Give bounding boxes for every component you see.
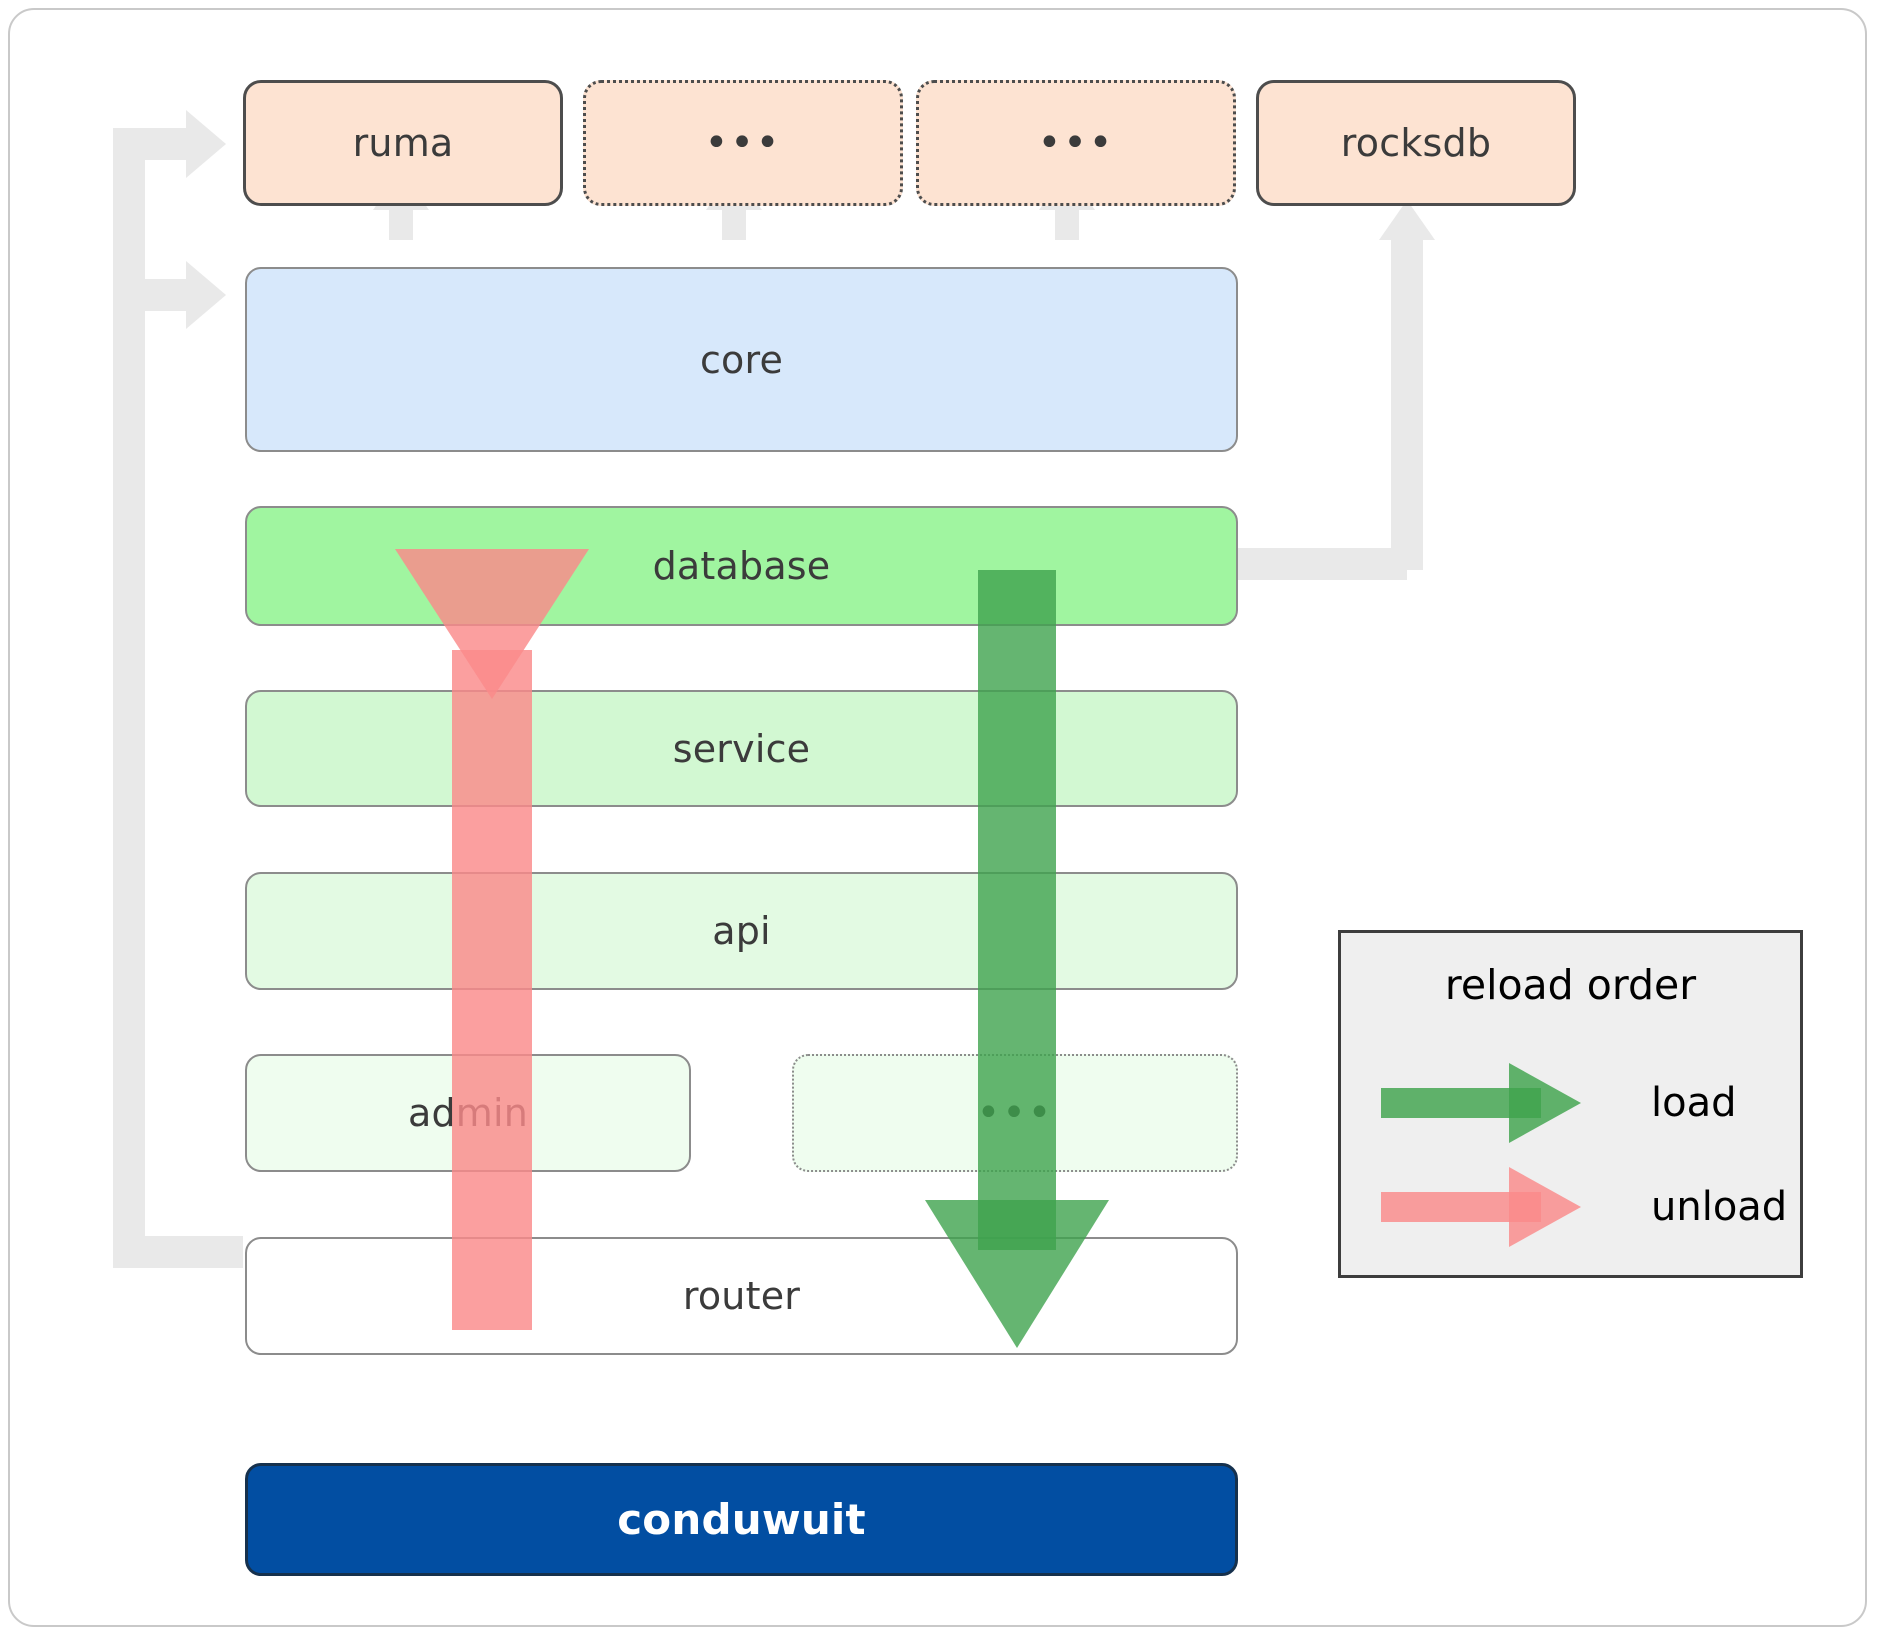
- connector-left-branch-ruma: [113, 128, 188, 160]
- dependency-label-more-2: •••: [1037, 120, 1115, 166]
- load-arrow-shaft: [978, 570, 1056, 1250]
- unload-arrow-head-icon: [395, 549, 589, 699]
- layer-label-database: database: [652, 544, 831, 588]
- dependency-box-more-2[interactable]: •••: [916, 80, 1236, 206]
- diagram-card: [8, 8, 1867, 1627]
- connector-arrow-ruma-icon: [186, 110, 226, 178]
- legend-row-load: load: [1381, 1063, 1737, 1143]
- connector-left-trunk: [113, 128, 145, 1268]
- layer-label-router: router: [682, 1274, 801, 1318]
- dependency-label-ruma: ruma: [352, 121, 454, 165]
- connector-right-vertical: [1391, 230, 1423, 570]
- dependency-label-rocksdb: rocksdb: [1340, 121, 1492, 165]
- dependency-box-rocksdb[interactable]: rocksdb: [1256, 80, 1576, 206]
- layer-label-core: core: [699, 337, 784, 382]
- legend-unload-arrow-icon: [1381, 1167, 1611, 1247]
- connector-arrow-core-icon: [186, 261, 226, 329]
- legend-label-load: load: [1651, 1080, 1737, 1126]
- layer-label-api: api: [712, 909, 771, 953]
- connector-arrow-rocksdb-icon: [1379, 200, 1435, 240]
- layer-box-database[interactable]: database: [245, 506, 1238, 626]
- layer-box-api[interactable]: api: [245, 872, 1238, 990]
- layer-label-service: service: [672, 726, 811, 771]
- layer-box-service[interactable]: service: [245, 690, 1238, 807]
- legend-title: reload order: [1444, 961, 1697, 1009]
- dependency-box-ruma[interactable]: ruma: [243, 80, 563, 206]
- load-arrow-head-icon: [925, 1200, 1109, 1348]
- legend-row-unload: unload: [1381, 1167, 1787, 1247]
- app-box-conduwuit[interactable]: conduwuit: [245, 1463, 1238, 1576]
- dependency-box-more-1[interactable]: •••: [583, 80, 903, 206]
- layer-box-core[interactable]: core: [245, 267, 1238, 452]
- app-label-conduwuit: conduwuit: [617, 1495, 866, 1544]
- legend-load-arrow-icon: [1381, 1063, 1611, 1143]
- dependency-label-more-1: •••: [704, 120, 782, 166]
- legend-panel: reload order load unload: [1338, 930, 1803, 1278]
- legend-label-unload: unload: [1651, 1184, 1788, 1230]
- connector-left-branch-core: [113, 279, 188, 311]
- connector-left-bottom-elbow: [113, 1236, 243, 1268]
- unload-arrow-shaft: [452, 650, 532, 1330]
